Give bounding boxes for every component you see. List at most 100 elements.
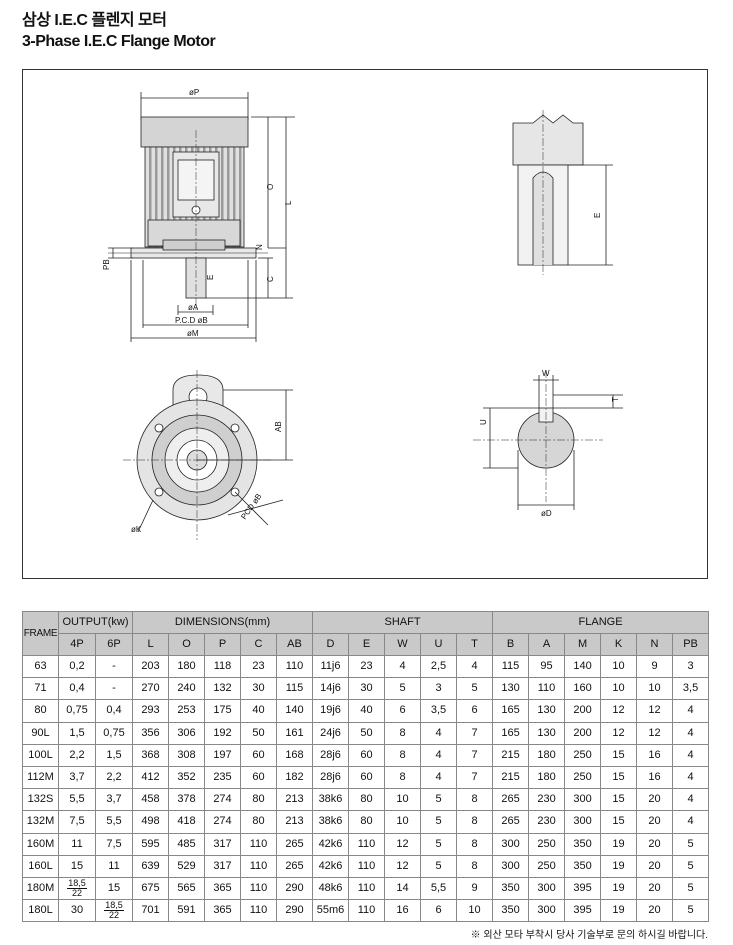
table-cell: 350 (492, 876, 530, 901)
table-cell: 95 (528, 654, 566, 679)
table-cell: 16 (384, 899, 421, 923)
table-cell: 20 (636, 876, 674, 901)
table-cell: 4 (420, 743, 457, 767)
table-cell: 140 (564, 654, 602, 679)
table-cell: 80 (240, 810, 277, 834)
table-cell: 20 (636, 854, 674, 878)
table-cell: 110 (348, 832, 385, 856)
table-cell: 110 (240, 899, 277, 923)
table-cell: 28j6 (312, 743, 349, 767)
shaft-side-view (512, 110, 613, 275)
table-cell: 5 (420, 832, 457, 856)
table-cell: 130 (492, 677, 530, 701)
table-cell: 250 (528, 832, 566, 856)
table-cell: 4 (384, 654, 421, 679)
table-cell: 80 (348, 788, 385, 812)
frame-cell: 180L (22, 899, 59, 923)
table-cell: 10 (384, 788, 421, 812)
column-header: O (168, 633, 205, 656)
label-C: C (266, 276, 275, 282)
shaft-end-view (473, 370, 623, 510)
table-cell: 20 (636, 899, 674, 923)
table-cell: 165 (492, 721, 530, 745)
table-cell: 6 (420, 899, 457, 923)
table-cell: 290 (276, 899, 313, 923)
column-header: K (600, 633, 638, 656)
table-cell: 48k6 (312, 876, 349, 901)
label-pcd-phiB: P.C.D øB (175, 316, 208, 325)
table-cell: 38k6 (312, 788, 349, 812)
frame-cell: 80 (22, 699, 59, 723)
table-cell: 118 (204, 654, 241, 679)
label-E: E (206, 275, 215, 280)
table-cell: 418 (168, 810, 205, 834)
table-cell: 300 (492, 854, 530, 878)
header-flange: FLANGE (492, 611, 710, 634)
page-title-korean: 삼상 I.E.C 플렌지 모터 (22, 12, 167, 29)
table-cell: - (95, 654, 133, 679)
column-header: T (455, 633, 494, 656)
table-cell: 115 (276, 677, 313, 701)
table-cell: 115 (492, 654, 530, 679)
table-cell: 350 (564, 854, 602, 878)
label-U: U (479, 419, 488, 425)
label-PB: PB (102, 259, 111, 270)
table-cell: 110 (240, 854, 277, 878)
table-cell: 19 (600, 832, 638, 856)
table-cell: 3,5 (420, 699, 457, 723)
frame-cell: 100L (22, 743, 59, 767)
table-cell: 675 (132, 876, 169, 901)
table-cell: 8 (455, 854, 494, 878)
table-cell: 19 (600, 899, 638, 923)
table-cell: 192 (204, 721, 241, 745)
table-cell: 8 (384, 765, 421, 790)
table-cell: 24j6 (312, 721, 349, 745)
table-cell: 11 (58, 832, 96, 856)
table-cell: 356 (132, 721, 169, 745)
column-header: B (492, 633, 530, 656)
table-cell: 5 (420, 854, 457, 878)
table-cell: 42k6 (312, 832, 349, 856)
frame-cell: 112M (22, 765, 59, 790)
table-cell: 110 (348, 899, 385, 923)
table-cell: 4 (672, 743, 710, 767)
column-header: W (384, 633, 421, 656)
table-cell: 378 (168, 788, 205, 812)
table-cell: 15 (600, 765, 638, 790)
table-cell: 274 (204, 810, 241, 834)
table-cell: 230 (528, 788, 566, 812)
column-header: 6P (95, 633, 133, 656)
table-cell: 7 (455, 765, 494, 790)
column-header: AB (276, 633, 313, 656)
table-cell: 0,75 (95, 721, 133, 745)
table-cell: 60 (240, 743, 277, 767)
table-cell: 30 (58, 899, 96, 923)
table-cell: 9 (636, 654, 674, 679)
table-cell: 161 (276, 721, 313, 745)
header-output: OUTPUT(kw) (58, 611, 133, 634)
table-cell: 7,5 (58, 810, 96, 834)
table-cell: 7,5 (95, 832, 133, 856)
table-cell: 30 (348, 677, 385, 701)
table-cell: 5 (672, 876, 710, 901)
table-cell: 180 (168, 654, 205, 679)
column-header: U (420, 633, 457, 656)
table-cell: 2,2 (95, 765, 133, 790)
table-cell: 4 (672, 721, 710, 745)
label-phiD: øD (541, 509, 552, 518)
table-cell: 12 (384, 832, 421, 856)
table-cell: 50 (348, 721, 385, 745)
table-cell: 365 (204, 899, 241, 923)
table-cell: 701 (132, 899, 169, 923)
header-dimensions: DIMENSIONS(mm) (132, 611, 313, 634)
table-cell: 365 (204, 876, 241, 901)
motor-spec-table: FRAME OUTPUT(kw) DIMENSIONS(mm) SHAFT FL… (22, 611, 710, 923)
table-cell: 16 (636, 765, 674, 790)
table-cell: 20 (636, 788, 674, 812)
table-cell: 180 (528, 743, 566, 767)
table-cell: 130 (528, 699, 566, 723)
table-cell: 6 (384, 699, 421, 723)
